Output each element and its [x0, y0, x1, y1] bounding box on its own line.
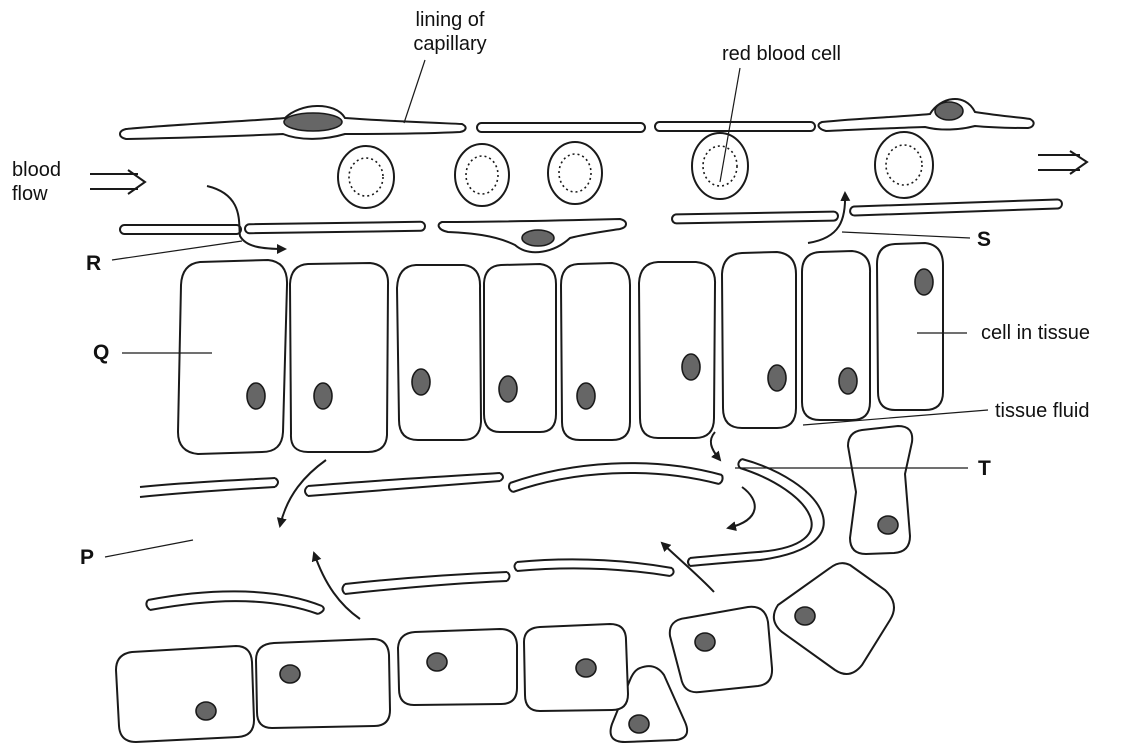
capillary-lining-segment [672, 212, 838, 224]
cell-nucleus [878, 516, 898, 534]
tissue-cell [722, 252, 796, 428]
blood-flow-arrow-in [90, 170, 145, 194]
cell-nucleus [247, 383, 265, 409]
blood-flow-arrow-out [1038, 151, 1087, 174]
arrow-into-lymph [728, 487, 755, 528]
capillary-lining-cell [819, 99, 1034, 131]
label-blood-flow: blood flow [12, 158, 61, 206]
tissue-cell [670, 607, 772, 692]
arrow-P-lower [314, 553, 360, 619]
cell-nucleus [915, 269, 933, 295]
tissue-cell [290, 263, 388, 452]
label-cell-in-tissue: cell in tissue [981, 321, 1090, 345]
cell-nucleus [196, 702, 216, 720]
endothelial-nucleus [522, 230, 554, 246]
cell-nucleus [280, 665, 300, 683]
red-blood-cell [548, 142, 602, 204]
arrow-R [207, 186, 285, 249]
arrow-P-upper [280, 460, 326, 526]
red-blood-cell [338, 146, 394, 208]
cell-nucleus [412, 369, 430, 395]
leader-S [842, 232, 970, 238]
cell-nucleus [314, 383, 332, 409]
label-blood-flow-line1: blood [12, 158, 61, 182]
red-blood-cell [692, 133, 748, 199]
label-blood-flow-line2: flow [12, 182, 61, 206]
label-T: T [978, 457, 991, 481]
tissue-cell [877, 243, 943, 410]
label-lining-line2: capillary [390, 32, 510, 56]
cell-nucleus [576, 659, 596, 677]
cell-nucleus [768, 365, 786, 391]
label-red-blood-cell: red blood cell [722, 42, 841, 66]
capillary-lining-segment [245, 222, 425, 234]
tissue-cell [561, 263, 630, 440]
cell-nucleus [629, 715, 649, 733]
tissue-cell [116, 646, 254, 742]
endothelial-nucleus [935, 102, 963, 120]
lower-tissue-cells [116, 426, 912, 742]
leader-P [105, 540, 193, 557]
tissue-cell [774, 563, 894, 674]
cell-nucleus [682, 354, 700, 380]
cell-nucleus [427, 653, 447, 671]
cell-nucleus [577, 383, 595, 409]
capillary-lining-segment [850, 199, 1062, 215]
leader-R [112, 241, 242, 260]
capillary-lining-segment [120, 225, 241, 234]
capillary-lining-segment [477, 123, 645, 132]
red-blood-cells [338, 132, 933, 208]
red-blood-cell [875, 132, 933, 198]
cell-nucleus [695, 633, 715, 651]
capillary-lining-segment [655, 122, 815, 131]
tissue-cell [484, 264, 556, 432]
tissue-cells-row [178, 243, 943, 454]
label-Q: Q [93, 341, 109, 365]
label-tissue-fluid: tissue fluid [995, 399, 1090, 423]
label-lining-line1: lining of [390, 8, 510, 32]
label-lining-of-capillary: lining of capillary [390, 8, 510, 56]
label-S: S [977, 228, 991, 252]
tissue-cell [397, 265, 481, 440]
tissue-cell [398, 629, 517, 705]
cell-nucleus [499, 376, 517, 402]
cell-nucleus [795, 607, 815, 625]
leader-lining [404, 60, 425, 123]
red-blood-cell [455, 144, 509, 206]
lymph-vessel [140, 459, 824, 614]
cell-nucleus [839, 368, 857, 394]
tissue-cell [802, 251, 870, 420]
endothelial-nucleus [284, 113, 342, 131]
arrow-T [711, 432, 720, 460]
label-R: R [86, 252, 101, 276]
label-P: P [80, 546, 94, 570]
tissue-cell [848, 426, 912, 554]
tissue-cell [256, 639, 390, 728]
tissue-cell [639, 262, 715, 438]
tissue-cell [178, 260, 287, 454]
